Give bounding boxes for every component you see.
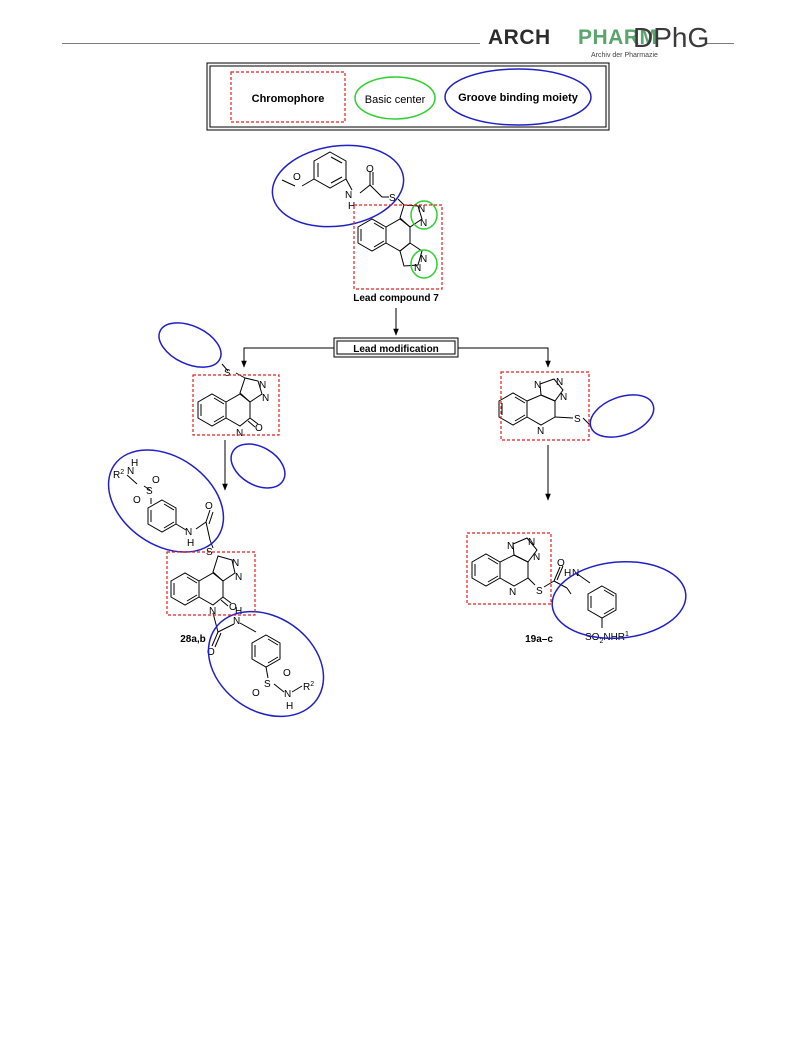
right-triazole-N2: N	[556, 377, 563, 388]
right-triazole-N1: N	[534, 380, 541, 391]
left-chromophore-box	[192, 374, 280, 436]
svg-text:Lead modification: Lead modification	[353, 344, 439, 355]
c28-N-top: N	[127, 466, 134, 477]
left-triazole-N2: N	[262, 393, 269, 404]
lead-triazole-N2: N	[420, 218, 427, 229]
c19-triazole-N3: N	[533, 552, 540, 563]
c28-S-bottom: S	[264, 679, 271, 690]
c28-R-bottom: R2	[303, 681, 314, 693]
c28-S-top: S	[146, 486, 153, 497]
header-rule-left	[62, 43, 480, 44]
c28-NH-top: N	[185, 527, 192, 538]
legend-groove-swatch	[444, 68, 592, 126]
c28-N-bottom: N	[284, 689, 291, 700]
c28-O-amide-top: O	[205, 501, 213, 512]
c28-NH-top-H: H	[187, 538, 194, 549]
c28-O-amide-bottom: O	[207, 647, 215, 658]
left-triazole-N1: N	[259, 380, 266, 391]
c28-O-bottom1: O	[283, 668, 291, 679]
left-lactam-O: O	[255, 423, 263, 434]
compound-28	[126, 474, 303, 693]
logo-dphg: DPhG	[633, 22, 710, 53]
lead-compound-label: Lead compound 7	[353, 293, 439, 304]
c28-H-top: H	[131, 458, 138, 469]
c28-R-top: R2	[113, 469, 124, 481]
c19-chromophore-box	[466, 532, 552, 605]
c28-groove-bottom	[207, 610, 325, 718]
left-groove-bottom	[230, 443, 286, 489]
right-triazole-N3: N	[560, 392, 567, 403]
compound-19	[471, 537, 617, 628]
logo-pharm: PHARM	[578, 26, 658, 49]
left-intermediate	[197, 363, 263, 428]
c19-triazole-N1: N	[507, 541, 514, 552]
right-groove	[589, 394, 655, 438]
c19-O-amide: O	[557, 558, 565, 569]
logo-arch: ARCH	[488, 26, 551, 49]
c19-sulfonamide: SO2NHR1	[585, 631, 629, 645]
c28-lactam-N: N	[209, 606, 216, 617]
c19-triazole-N2: N	[528, 537, 535, 548]
lead-basic-center-1	[410, 200, 438, 230]
legend-basic-label: Basic center	[365, 94, 426, 106]
lead-modification-box: Lead modification	[333, 337, 459, 358]
legend-basic-swatch	[354, 76, 436, 120]
lead-chromophore-box	[353, 204, 443, 290]
header-rule-right	[706, 43, 734, 44]
c28-groove-top	[107, 449, 225, 553]
c28-O-bottom2: O	[252, 688, 260, 699]
left-lactam-N: N	[236, 428, 243, 439]
lead-methoxy-O: O	[293, 172, 301, 183]
c28-H-bottom: H	[286, 701, 293, 712]
c28-triazole-N2: N	[235, 572, 242, 583]
c28-O-top2: O	[133, 495, 141, 506]
c19-S: S	[536, 586, 543, 597]
c28-lactam-O: O	[229, 602, 237, 613]
lead-S: S	[389, 193, 396, 204]
lead-NH-H: H	[348, 201, 355, 212]
arrow-to-right-branch	[458, 347, 551, 368]
lead-groove-ellipse	[271, 144, 405, 228]
logo-subtitle: Archiv der Pharmazie	[591, 52, 658, 59]
c19-pyrazine-N: N	[509, 587, 516, 598]
lead-triazole-N3: N	[420, 254, 427, 265]
c28-triazole-N1: N	[232, 558, 239, 569]
c28-O-top1: O	[152, 475, 160, 486]
lead-compound-7	[281, 151, 423, 267]
c19-groove	[551, 560, 687, 640]
arrow-to-left-branch	[241, 347, 334, 368]
journal-logo: ARCH PHARM Archiv der Pharmazie DPhG	[488, 22, 710, 66]
c28-chromophore-box	[166, 551, 256, 616]
right-S: S	[574, 414, 581, 425]
compound-28-label: 28a,b	[180, 634, 206, 645]
legend-chromophore-swatch	[230, 71, 346, 123]
right-pyrazine-N: N	[537, 426, 544, 437]
lead-NH-N: N	[345, 190, 352, 201]
lead-triazole-N4: N	[414, 263, 421, 274]
lead-basic-center-2	[410, 249, 438, 279]
legend-groove-label: Groove binding moiety	[458, 92, 579, 104]
legend-box: Chromophore Basic center Groove binding …	[206, 62, 610, 131]
left-groove-top	[158, 322, 222, 368]
right-intermediate	[498, 378, 591, 426]
left-S: S	[224, 368, 231, 379]
legend-chromophore-label: Chromophore	[252, 93, 325, 105]
c19-NH: H	[564, 568, 571, 579]
right-chromophore-box	[500, 371, 590, 441]
c28-NH-bottom-H: H	[235, 606, 242, 617]
c28-NH-bottom-N: N	[233, 616, 240, 627]
lead-triazole-N1: N	[418, 204, 425, 215]
lead-carbonyl-O: O	[366, 164, 374, 175]
compound-19-label: 19a–c	[525, 634, 553, 645]
